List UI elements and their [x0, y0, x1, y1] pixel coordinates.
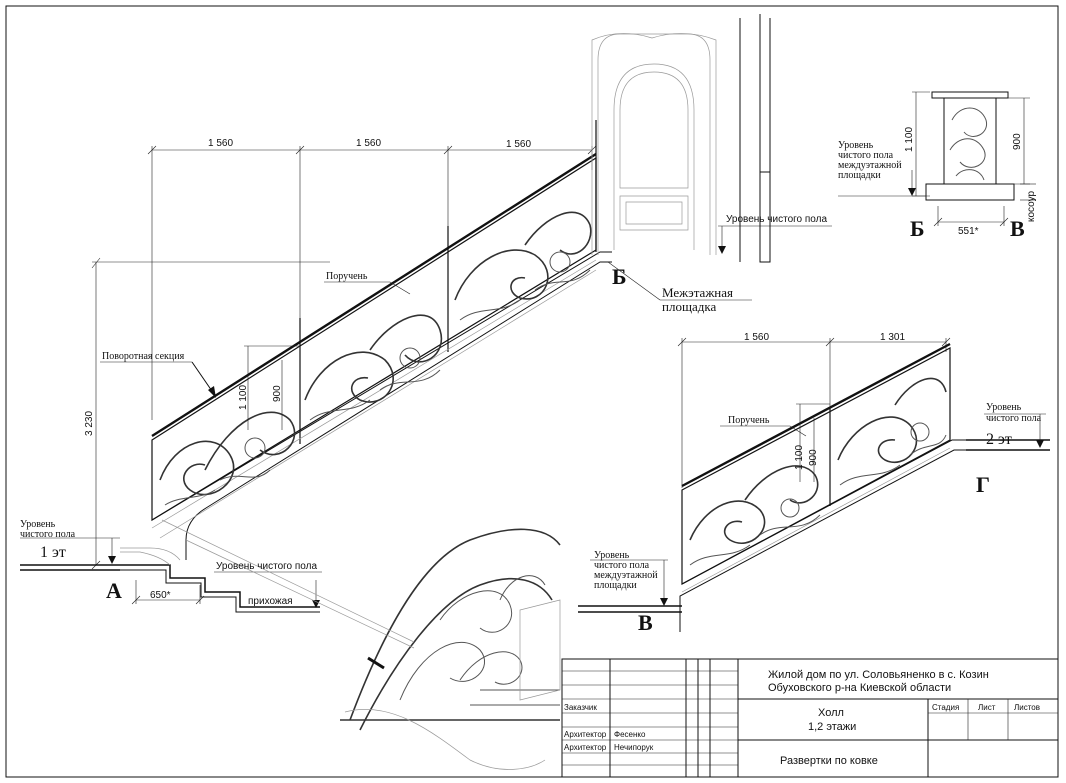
dim-main-span-2: 1 560	[356, 138, 381, 149]
label-floor-1: 1 эт	[40, 544, 66, 561]
dim-section-height-2: 900	[1012, 133, 1023, 150]
label-section-level-4: площадки	[838, 170, 881, 181]
label-level-right-1: Уровень	[986, 402, 1022, 413]
label-section-level-3: междуэтажной	[838, 160, 902, 171]
dim-lower-rail-2: 900	[808, 449, 819, 466]
marker-b-section: Б	[910, 216, 925, 241]
section-labels: 1 100 900 косоур 551* Уровень чистого по…	[838, 127, 1037, 241]
label-section-level-1: Уровень	[838, 140, 874, 151]
customer-label: Заказчик	[564, 703, 597, 712]
col-sheets: Листов	[1014, 703, 1040, 712]
main-railing-ornament	[159, 211, 592, 506]
railing-sketch	[161, 519, 561, 770]
dim-main-height: 3 230	[84, 411, 95, 436]
lower-railing-ornament	[689, 377, 947, 566]
col-sheet: Лист	[978, 703, 996, 712]
dim-lower-span-2: 1 301	[880, 332, 905, 343]
lower-labels: 1 560 1 301 1 100 900 Поручень Уровень ч…	[594, 332, 1042, 635]
label-level-lower-1: Уровень	[594, 550, 630, 561]
label-handrail-lower: Поручень	[728, 415, 770, 426]
label-level-lower-4: площадки	[594, 580, 637, 591]
marker-v-lower: В	[638, 610, 653, 635]
section-b-v	[838, 91, 1036, 227]
wall-section	[718, 14, 832, 263]
dim-rail-height-2: 900	[272, 385, 283, 402]
main-stair-elevation	[20, 14, 832, 613]
label-landing-2: площадка	[662, 299, 716, 314]
sheet-name-1: Холл	[818, 707, 844, 719]
dim-lower-span-1: 1 560	[744, 332, 769, 343]
marker-a: А	[106, 578, 122, 603]
project-line-2: Обуховского р-на Киевской области	[768, 682, 951, 694]
dim-kosour: косоур	[1026, 191, 1037, 222]
label-pivot-section: Поворотная секция	[102, 351, 185, 362]
dim-lower-rail-1: 1 100	[794, 445, 805, 470]
sheet-frame	[5, 5, 1059, 778]
lower-right-elevation	[578, 337, 1050, 632]
architect-name-1: Фесенко	[614, 730, 646, 739]
label-floor-level-left-2: чистого пола	[20, 529, 76, 540]
label-floor-level-left-1: Уровень	[20, 519, 56, 530]
door-elevation	[591, 33, 717, 255]
architect-label-2: Архитектор	[564, 743, 607, 752]
dim-main-span-1: 1 560	[208, 138, 233, 149]
label-floor-2: 2 эт	[986, 431, 1012, 448]
label-section-level-2: чистого пола	[838, 150, 894, 161]
main-dimensions: 1 560 1 560 1 560 3 230 1 100 900 650*	[84, 138, 531, 601]
title-block-text: Жилой дом по ул. Соловьяненко в с. Козин…	[564, 669, 1040, 767]
label-handrail-main: Поручень	[326, 271, 368, 282]
dim-section-height-1: 1 100	[904, 127, 915, 152]
marker-g: Г	[976, 472, 990, 497]
sheet-name-2: 1,2 этажи	[808, 721, 856, 733]
project-line-1: Жилой дом по ул. Соловьяненко в с. Козин	[768, 669, 989, 681]
marker-v-section: В	[1010, 216, 1025, 241]
dim-step-depth: 650*	[150, 590, 171, 601]
label-hallway: прихожая	[248, 596, 293, 607]
architect-name-2: Нечипорук	[614, 743, 654, 752]
marker-b: Б	[612, 264, 627, 289]
label-level-lower-2: чистого пола	[594, 560, 650, 571]
label-floor-level-wall: Уровень чистого пола	[726, 214, 827, 225]
dim-main-span-3: 1 560	[506, 139, 531, 150]
label-level-lower-3: междуэтажной	[594, 570, 658, 581]
dim-rail-height-1: 1 100	[238, 385, 249, 410]
dim-section-width: 551*	[958, 226, 979, 237]
architect-label-1: Архитектор	[564, 730, 607, 739]
label-floor-level-bottom: Уровень чистого пола	[216, 561, 317, 572]
label-landing-1: Межэтажная	[662, 285, 733, 300]
main-labels: Поручень Поворотная секция Уровень чисто…	[20, 214, 827, 607]
col-stage: Стадия	[932, 703, 959, 712]
title-block	[561, 658, 1059, 778]
label-level-right-2: чистого пола	[986, 413, 1042, 424]
drawing-title: Развертки по ковке	[780, 755, 878, 767]
